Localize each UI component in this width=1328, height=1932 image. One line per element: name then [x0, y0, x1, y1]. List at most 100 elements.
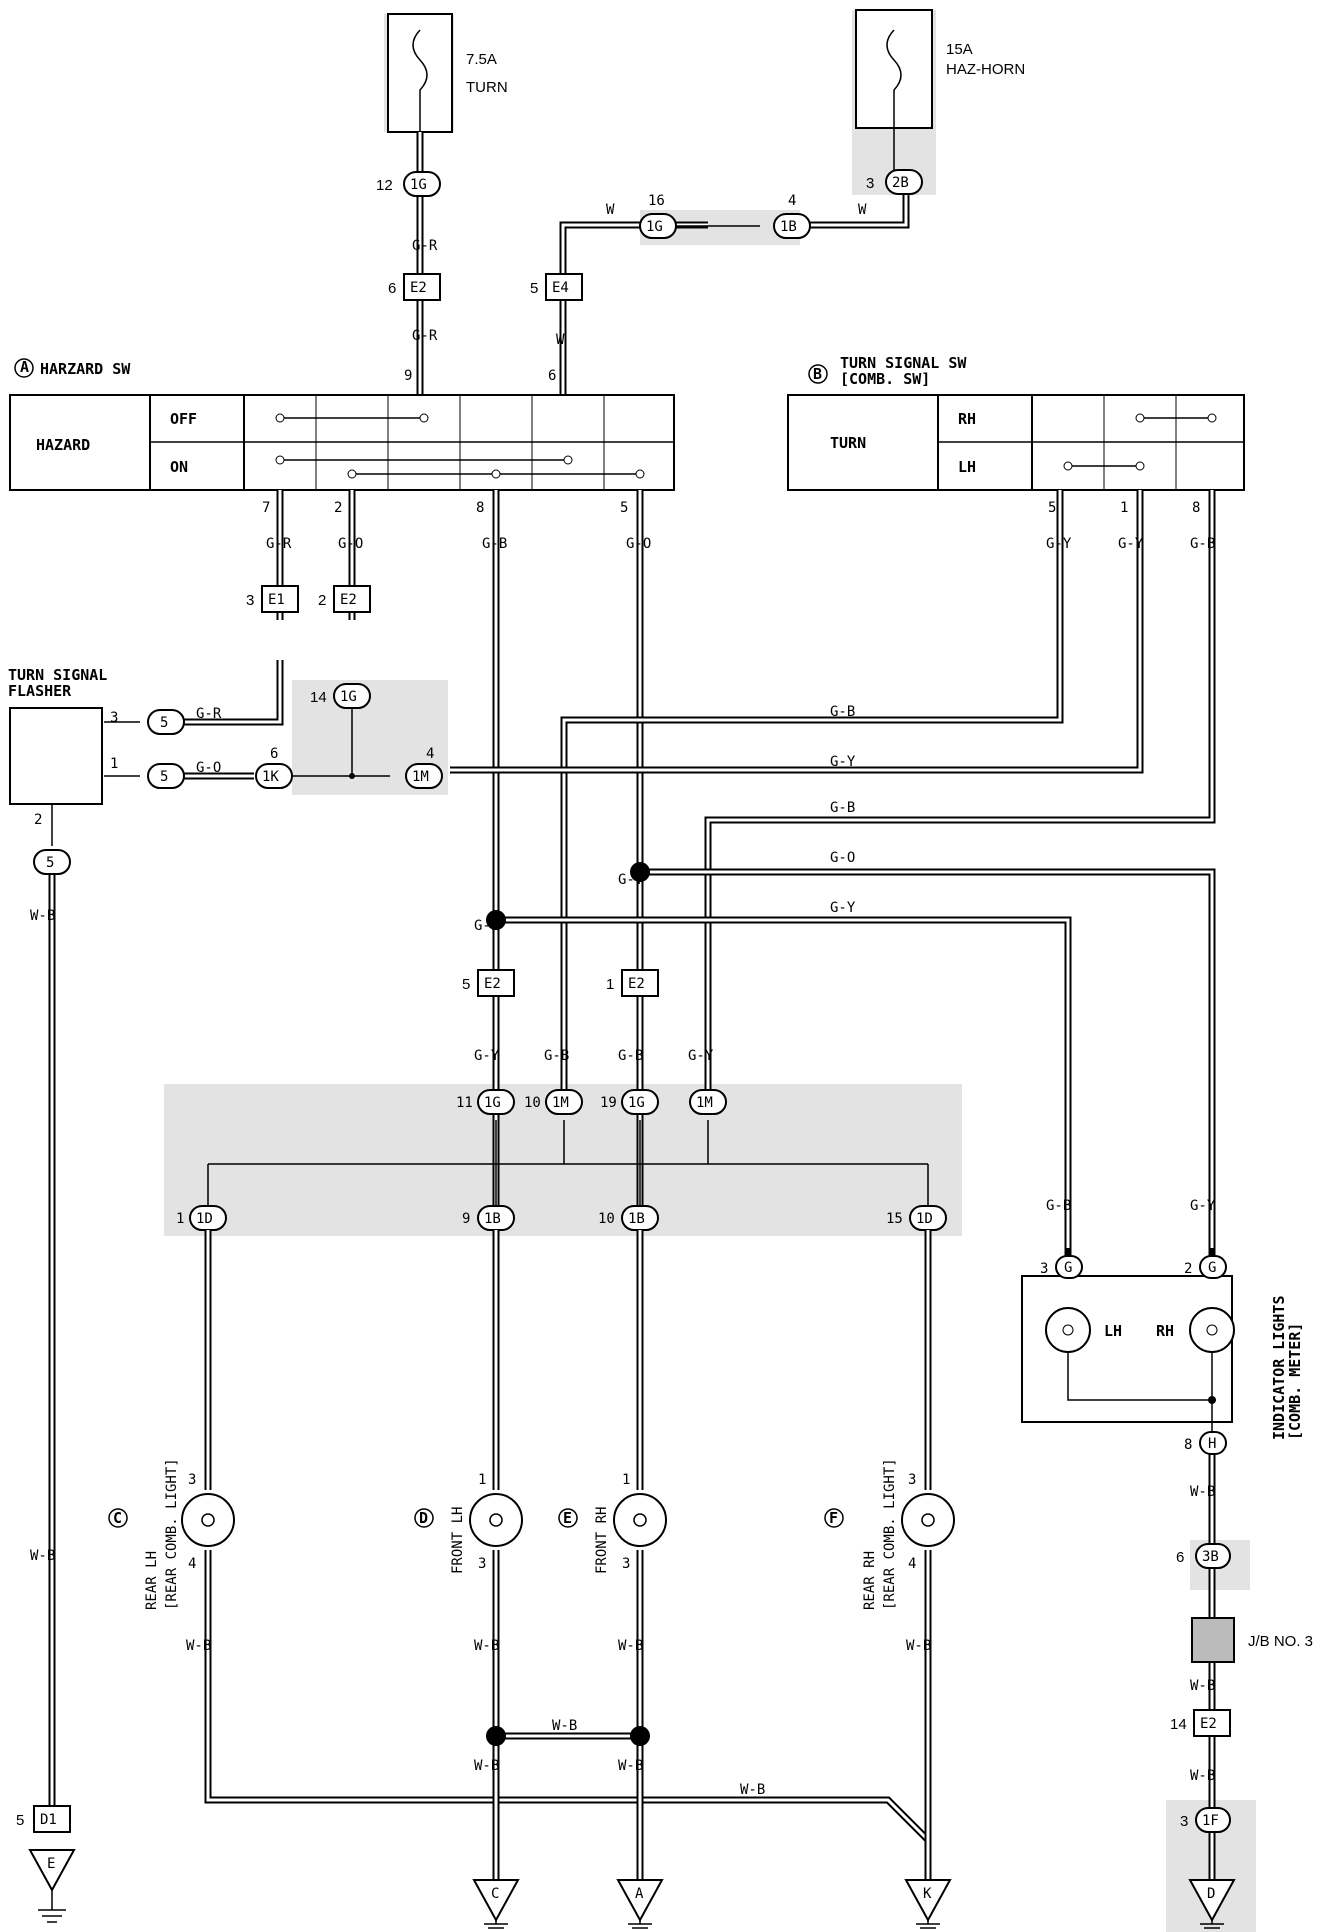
wire-label: W-B: [30, 908, 55, 924]
wire-label: G-O: [830, 850, 855, 866]
svg-text:2: 2: [318, 592, 326, 609]
svg-text:3: 3: [246, 592, 254, 609]
svg-text:1: 1: [176, 1211, 184, 1227]
svg-text:5: 5: [160, 769, 168, 785]
turn-signal-flasher: TURN SIGNAL FLASHER 3 1 2: [8, 666, 118, 828]
wire-label: G-R: [196, 706, 222, 722]
connector-1G-19: 1G 19: [600, 1089, 659, 1115]
ground-C: C: [472, 1879, 520, 1929]
svg-text:1G: 1G: [410, 177, 427, 193]
svg-text:E2: E2: [340, 592, 357, 608]
svg-text:ON: ON: [170, 458, 188, 476]
junction-lines: [207, 1120, 929, 1206]
wire-label: W-B: [1190, 1678, 1215, 1694]
svg-text:1B: 1B: [484, 1211, 501, 1227]
svg-text:FRONT RH: FRONT RH: [594, 1507, 610, 1574]
svg-text:10: 10: [524, 1095, 541, 1111]
wires-lamps: [204, 1230, 932, 1880]
wire-label: W-B: [474, 1638, 499, 1654]
lamp-front-lh: D 1 3 FRONT LH: [414, 1472, 523, 1574]
svg-text:A: A: [635, 1886, 644, 1902]
svg-text:4: 4: [188, 1556, 196, 1572]
svg-text:1: 1: [622, 1472, 630, 1488]
wire-label: G-Y: [830, 754, 856, 770]
connector-5-b: 5: [147, 763, 185, 789]
wire-label: G-Y: [618, 872, 644, 888]
wire-label: G-R: [412, 238, 438, 254]
wire-label: W-B: [740, 1782, 765, 1798]
fuse-turn-rating: 7.5A: [466, 51, 497, 68]
svg-text:5: 5: [530, 280, 538, 297]
svg-text:1G: 1G: [646, 219, 663, 235]
svg-text:9: 9: [404, 368, 412, 384]
svg-text:2: 2: [334, 500, 342, 516]
connector-1B-10: 1B 10: [598, 1205, 659, 1231]
lamp-rear-lh: C 3 4 REAR LH [REAR COMB. LIGHT]: [108, 1458, 235, 1610]
svg-text:RH: RH: [958, 410, 976, 428]
svg-text:1B: 1B: [628, 1211, 645, 1227]
ground-D: D: [1188, 1879, 1236, 1929]
wire-label: G-B: [1190, 536, 1215, 552]
lamp-front-rh: E 1 3 FRONT RH: [558, 1472, 667, 1574]
svg-text:F: F: [829, 1509, 838, 1527]
svg-text:G-B: G-B: [1046, 1198, 1071, 1214]
wire-label: G-R: [266, 536, 292, 552]
svg-text:E2: E2: [628, 976, 645, 992]
svg-text:8: 8: [1192, 500, 1200, 516]
svg-text:16: 16: [648, 193, 665, 209]
svg-text:5: 5: [1048, 500, 1056, 516]
svg-text:2B: 2B: [892, 175, 909, 191]
hazard-switch: A HARZARD SW HAZARD OFF ON 9 6 7 2 8 5: [9, 358, 675, 516]
connector-E1-3: E1 3: [246, 585, 299, 613]
svg-text:K: K: [923, 1886, 932, 1902]
wire-label: W-B: [552, 1718, 577, 1734]
fuse-turn-icon: [412, 29, 428, 132]
svg-text:14: 14: [310, 689, 327, 706]
svg-text:5: 5: [16, 1812, 24, 1829]
svg-text:3: 3: [622, 1556, 630, 1572]
svg-text:E2: E2: [1200, 1716, 1217, 1732]
svg-text:3: 3: [188, 1472, 196, 1488]
connector-G-2: G 2: [1184, 1255, 1227, 1279]
svg-text:[COMB. SW]: [COMB. SW]: [840, 370, 930, 388]
connector-E2-1: E2 1: [606, 969, 659, 997]
svg-text:5: 5: [46, 855, 54, 871]
wire-label: W-B: [618, 1638, 643, 1654]
connector-1B-4: 1B 4: [773, 193, 811, 239]
svg-text:4: 4: [426, 746, 434, 762]
svg-text:OFF: OFF: [170, 410, 197, 428]
svg-text:1G: 1G: [484, 1095, 501, 1111]
svg-text:1: 1: [478, 1472, 486, 1488]
fuse-turn-name: TURN: [466, 79, 508, 96]
svg-text:1F: 1F: [1202, 1813, 1219, 1829]
svg-text:5: 5: [620, 500, 628, 516]
wire-label: G-B: [830, 704, 855, 720]
wire-label: G-O: [626, 536, 651, 552]
turn-signal-switch: B TURN SIGNAL SW [COMB. SW] TURN RH LH 5…: [787, 354, 1245, 516]
svg-text:RH: RH: [1156, 1322, 1174, 1340]
ground-A: A: [616, 1879, 664, 1929]
svg-text:2: 2: [34, 812, 42, 828]
wire-label: G-O: [196, 760, 221, 776]
connector-D1-5: D1 5: [16, 1805, 71, 1833]
svg-text:12: 12: [376, 177, 393, 194]
wire-label: W-B: [186, 1638, 211, 1654]
wire-label: G-B: [482, 536, 507, 552]
svg-text:1D: 1D: [916, 1211, 933, 1227]
svg-text:10: 10: [598, 1211, 615, 1227]
connector-1G-11: 1G 11: [456, 1089, 515, 1115]
svg-text:E2: E2: [484, 976, 501, 992]
connector-1D-15: 1D 15: [886, 1205, 947, 1231]
svg-text:5: 5: [462, 976, 470, 993]
wire-label: G-O: [338, 536, 363, 552]
svg-text:7: 7: [262, 500, 270, 516]
svg-text:E4: E4: [552, 280, 569, 296]
junction-dot: [486, 910, 506, 930]
svg-text:E: E: [47, 1856, 55, 1872]
svg-text:4: 4: [908, 1556, 916, 1572]
svg-text:1M: 1M: [696, 1095, 713, 1111]
connector-5-c: 5: [33, 849, 71, 875]
svg-text:2: 2: [1184, 1261, 1192, 1277]
wire-label: G-Y: [1118, 536, 1144, 552]
